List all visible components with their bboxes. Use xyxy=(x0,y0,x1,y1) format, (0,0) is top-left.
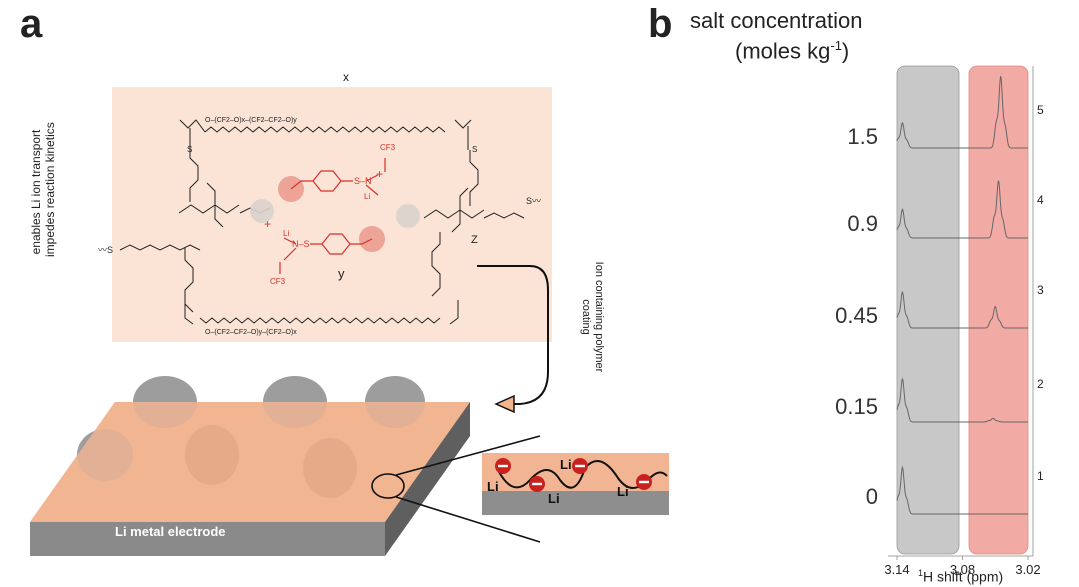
chain-end-left: 〰S xyxy=(98,245,113,255)
grey-highlight-left xyxy=(250,199,274,223)
trace-number-label: 3 xyxy=(1037,283,1044,297)
x-tick-label: 3.14 xyxy=(884,562,909,577)
coating-label: Ion containing polymer coating xyxy=(579,237,605,397)
coating-arrowhead xyxy=(494,394,515,414)
concentration-label: 0.9 xyxy=(847,211,878,236)
zoom-line-bottom xyxy=(395,496,541,543)
trace-number-label: 2 xyxy=(1037,377,1044,391)
anion-group-top xyxy=(290,158,386,196)
inset-li-label: Li xyxy=(548,491,560,506)
inset-li-label: Li xyxy=(560,457,572,472)
electrode-side-face xyxy=(385,402,470,556)
repeat-x-top: x xyxy=(343,70,349,84)
s-anion-bottom: N–S xyxy=(292,239,310,249)
inset-anion xyxy=(529,476,545,492)
red-region xyxy=(968,65,1029,555)
z-label: Z xyxy=(471,234,478,246)
grey-region xyxy=(896,65,960,555)
anion-group-bottom xyxy=(279,233,373,274)
inset-electrode xyxy=(482,491,669,515)
chain-bottom-label: O–(CF2–CF2–O)y–(CF2–O)x xyxy=(205,329,297,336)
li-deposit-6 xyxy=(303,438,357,498)
top-chain xyxy=(179,119,479,206)
salt-title-unit: (moles kg xyxy=(735,38,831,64)
s-anion-top: S–N xyxy=(354,176,372,186)
panel-a-letter: a xyxy=(20,2,43,46)
li-deposit-5 xyxy=(185,425,239,485)
salt-title-sup: -1 xyxy=(830,38,842,53)
coating-label-line1: Ion containing polymer xyxy=(593,261,605,373)
nmr-trace xyxy=(896,377,1028,423)
salt-title-line2: (moles kg-1) xyxy=(735,38,849,64)
cf3-top: CF3 xyxy=(380,143,396,152)
trace-number-label: 4 xyxy=(1037,193,1044,207)
plus-top: + xyxy=(376,167,383,181)
inset-anion xyxy=(572,458,588,474)
x-tick-label: 3.08 xyxy=(950,562,975,577)
panel-b-letter: b xyxy=(648,2,673,46)
chain-end-right: S〰 xyxy=(526,196,541,206)
concentration-label: 1.5 xyxy=(847,124,878,149)
nmr-plot: 5 4 3 2 1 3.14 3.08 3.02 xyxy=(884,65,1044,577)
cf3-bottom: CF3 xyxy=(270,277,286,286)
coating-label-line2: coating xyxy=(580,299,592,335)
polymer-diagram: x O–(CF2–O)x–(CF2–CF2–O)y S S 〰S S〰 Z S–… xyxy=(30,70,669,556)
salt-title-close: ) xyxy=(841,38,850,64)
chain-top-label: O–(CF2–O)x–(CF2–CF2–O)y xyxy=(205,117,297,124)
plus-bottom: + xyxy=(264,217,271,231)
nmr-trace xyxy=(896,180,1028,239)
inset-anion xyxy=(495,458,511,474)
nmr-trace xyxy=(896,465,1028,515)
nmr-trace xyxy=(896,75,1028,149)
electrode-label: Li metal electrode xyxy=(115,524,226,539)
concentration-label: 0.15 xyxy=(835,394,878,419)
bottom-chain xyxy=(184,300,459,325)
trace-number-label: 5 xyxy=(1037,103,1044,117)
polymer-coating-overlay xyxy=(30,402,470,522)
inset-li-label: Li xyxy=(487,479,499,494)
concentration-label: 0.45 xyxy=(835,303,878,328)
coating-arrow xyxy=(477,265,549,405)
trace-number-label: 1 xyxy=(1037,469,1044,483)
inset-anion xyxy=(636,474,652,490)
right-crosslink-core xyxy=(423,187,525,297)
x-axis-label: 1H shift (ppm) xyxy=(918,568,1003,585)
nmr-trace xyxy=(896,290,1028,329)
repeat-y-mid: y xyxy=(338,266,345,281)
x-tick-label: 3.02 xyxy=(1015,562,1040,577)
x-axis-label-sup: 1 xyxy=(918,568,924,578)
grey-highlight-right xyxy=(396,204,420,228)
polymer-network-box xyxy=(112,87,552,342)
inset-li-label: Li xyxy=(617,484,629,499)
zoom-circle xyxy=(371,473,405,499)
salt-title-line1: salt concentration xyxy=(690,8,863,33)
concentration-label: 0 xyxy=(865,484,878,509)
electrode-front-face xyxy=(30,522,385,556)
li-top: Li xyxy=(364,192,370,201)
s-top-left: S xyxy=(187,145,192,154)
li-bottom: Li xyxy=(283,229,289,238)
x-axis-label-text: H shift (ppm) xyxy=(923,568,1004,585)
s-top-right: S xyxy=(472,145,477,154)
zoom-line-top xyxy=(395,435,541,476)
